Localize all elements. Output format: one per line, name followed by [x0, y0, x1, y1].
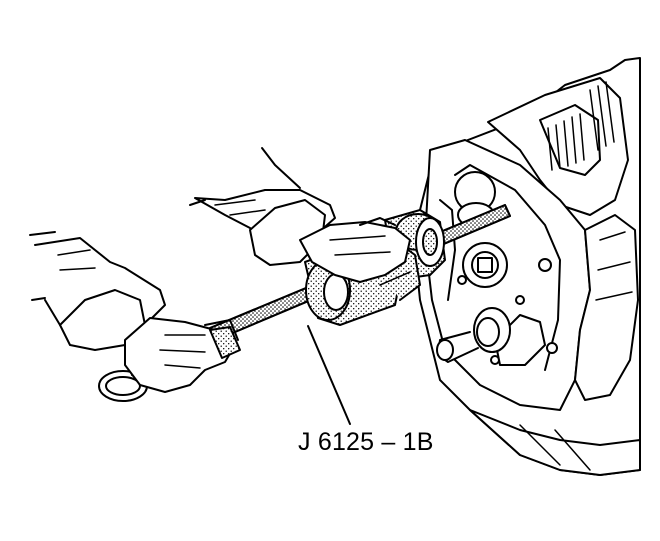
- right-hand: [194, 189, 411, 283]
- left-hand: [34, 237, 241, 393]
- engine-block: [414, 57, 641, 476]
- tool-callout-label: J 6125 – 1B: [298, 428, 434, 456]
- arm-strokes: [29, 147, 301, 301]
- callout-leader: [307, 325, 351, 425]
